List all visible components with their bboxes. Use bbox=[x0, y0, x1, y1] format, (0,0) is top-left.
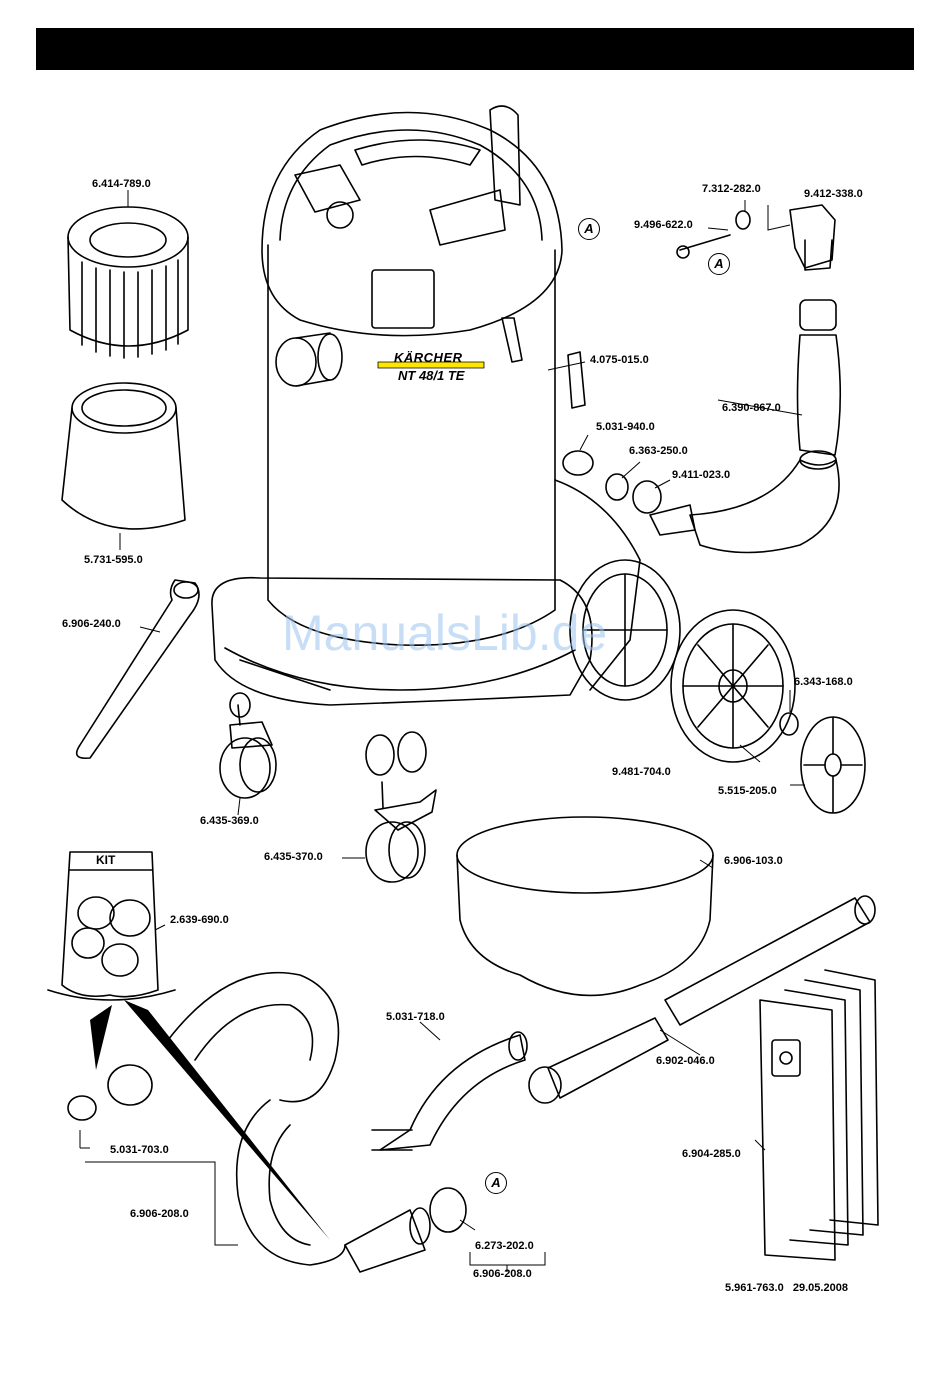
part-label: 9.411-023.0 bbox=[672, 469, 731, 481]
model-label: NT 48/1 TE bbox=[398, 368, 465, 383]
part-label: 6.906-208.0 bbox=[473, 1268, 532, 1280]
part-label: 9.481-704.0 bbox=[612, 766, 671, 778]
part-label: 5.031-703.0 bbox=[110, 1144, 169, 1156]
footer-date: 29.05.2008 bbox=[792, 1282, 848, 1294]
part-label: 9.412-338.0 bbox=[804, 188, 863, 200]
brand-logo-text: KÄRCHER bbox=[394, 350, 463, 365]
part-label: 6.904-285.0 bbox=[682, 1148, 741, 1160]
bent-tube bbox=[371, 1031, 528, 1151]
front-casters bbox=[229, 692, 427, 776]
elbow-and-hose bbox=[689, 204, 842, 554]
paper-filter-bags bbox=[759, 969, 879, 1261]
accessory-kit bbox=[47, 851, 176, 1001]
caster-6-435-369 bbox=[219, 704, 277, 799]
vacuum-body bbox=[211, 105, 641, 706]
crevice-nozzle bbox=[75, 579, 200, 760]
part-label: 5.031-940.0 bbox=[596, 421, 655, 433]
part-label: 6.902-046.0 bbox=[656, 1055, 715, 1067]
part-label: 6.390-867.0 bbox=[722, 402, 781, 414]
filter-cartridge bbox=[67, 206, 189, 359]
dust-bag-cloth bbox=[456, 816, 714, 997]
part-label: 2.639-690.0 bbox=[170, 914, 229, 926]
header-bar bbox=[36, 28, 914, 70]
watermark-text: ManualsLib.de bbox=[282, 605, 608, 661]
suction-hose bbox=[67, 971, 467, 1273]
hub-cap bbox=[779, 712, 866, 814]
part-label: 6.906-208.0 bbox=[130, 1208, 189, 1220]
part-label: 5.515-205.0 bbox=[718, 785, 777, 797]
part-label: 6.906-240.0 bbox=[62, 618, 121, 630]
reference-mark-a: A bbox=[485, 1172, 507, 1194]
part-label: 9.496-622.0 bbox=[634, 219, 693, 231]
kit-label: KIT bbox=[96, 853, 116, 867]
rear-wheels bbox=[569, 559, 796, 763]
screw-and-washer bbox=[676, 210, 751, 259]
part-label: 6.273-202.0 bbox=[475, 1240, 534, 1252]
part-label: 6.435-370.0 bbox=[264, 851, 323, 863]
part-label: 6.906-103.0 bbox=[724, 855, 783, 867]
part-label: 6.343-168.0 bbox=[794, 676, 853, 688]
part-label: 5.031-718.0 bbox=[386, 1011, 445, 1023]
part-label: 7.312-282.0 bbox=[702, 183, 761, 195]
extension-tubes bbox=[528, 895, 876, 1104]
filter-bag bbox=[61, 382, 186, 530]
reference-mark-a: A bbox=[578, 218, 600, 240]
kit-pointer bbox=[90, 1000, 330, 1240]
caster-6-435-370 bbox=[365, 781, 437, 883]
part-label: 5.731-595.0 bbox=[84, 554, 143, 566]
part-label: 4.075-015.0 bbox=[590, 354, 649, 366]
part-label: 6.363-250.0 bbox=[629, 445, 688, 457]
footer-code: 5.961-763.0 bbox=[725, 1282, 784, 1294]
hose-fittings bbox=[562, 450, 696, 536]
reference-mark-a: A bbox=[708, 253, 730, 275]
footer-code-date: 5.961-763.0 29.05.2008 bbox=[725, 1282, 848, 1294]
part-label: 6.414-789.0 bbox=[92, 178, 151, 190]
clamp-4-075-015 bbox=[567, 351, 586, 409]
part-label: 6.435-369.0 bbox=[200, 815, 259, 827]
